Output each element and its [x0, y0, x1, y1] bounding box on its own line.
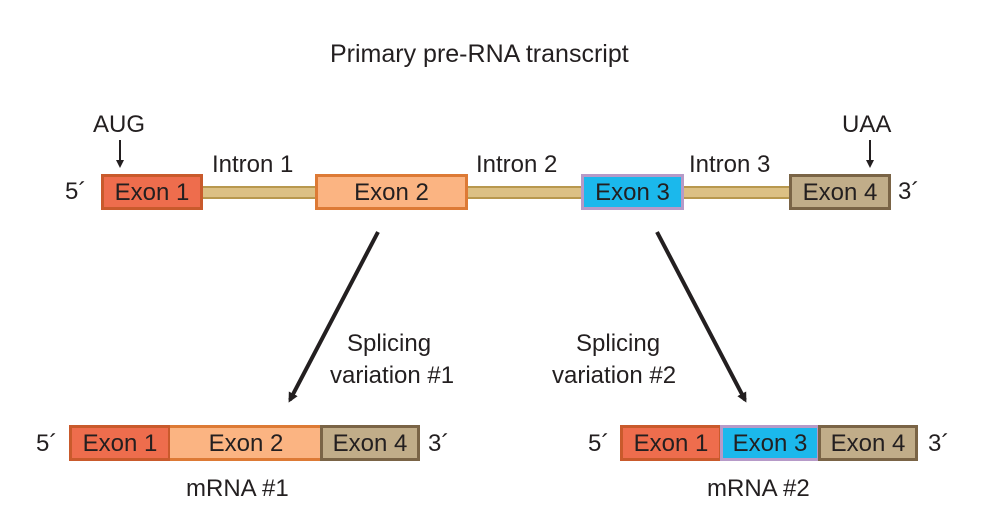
mrna-2-exon-1: Exon 1 — [620, 425, 722, 461]
primary-exon-3: Exon 3 — [581, 174, 684, 210]
stop-codon-label: UAA — [842, 111, 892, 138]
intron-2-segment — [467, 186, 582, 199]
primary-exon-4: Exon 4 — [789, 174, 891, 210]
mrna-1-exon-1: Exon 1 — [69, 425, 171, 461]
splicing-variation-2-arrow — [655, 231, 747, 403]
primary-exon-1: Exon 1 — [101, 174, 203, 210]
mrna-2-name: mRNA #2 — [707, 475, 810, 502]
splicing-variation-1-arrow — [288, 231, 380, 403]
primary-exon-2: Exon 2 — [315, 174, 468, 210]
variation-1-label-line1: Splicing — [347, 330, 432, 357]
intron-2-label: Intron 2 — [476, 151, 558, 178]
primary-five-prime-label: 5´ — [65, 178, 87, 205]
intron-1-segment — [202, 186, 316, 199]
start-codon-label: AUG — [93, 111, 146, 138]
variation-2-label-line2: variation #2 — [552, 362, 677, 389]
primary-three-prime-label: 3´ — [898, 178, 920, 205]
intron-1-label: Intron 1 — [212, 151, 294, 178]
diagram-title: Primary pre-RNA transcript — [330, 40, 629, 68]
mrna-2-exon-3: Exon 3 — [720, 425, 820, 461]
mrna-1-five-prime-label: 5´ — [36, 430, 58, 457]
intron-3-label: Intron 3 — [689, 151, 771, 178]
mrna-2-three-prime-label: 3´ — [928, 430, 950, 457]
mrna-1-exon-4: Exon 4 — [320, 425, 420, 461]
mrna-1-name: mRNA #1 — [186, 475, 289, 502]
mrna-1-exon-2: Exon 2 — [170, 425, 322, 461]
mrna-1-three-prime-label: 3´ — [428, 430, 450, 457]
variation-1-label-line2: variation #1 — [330, 362, 455, 389]
variation-2-label-line1: Splicing — [576, 330, 661, 357]
mrna-2-five-prime-label: 5´ — [588, 430, 610, 457]
intron-3-segment — [683, 186, 790, 199]
mrna-2-exon-4: Exon 4 — [818, 425, 918, 461]
